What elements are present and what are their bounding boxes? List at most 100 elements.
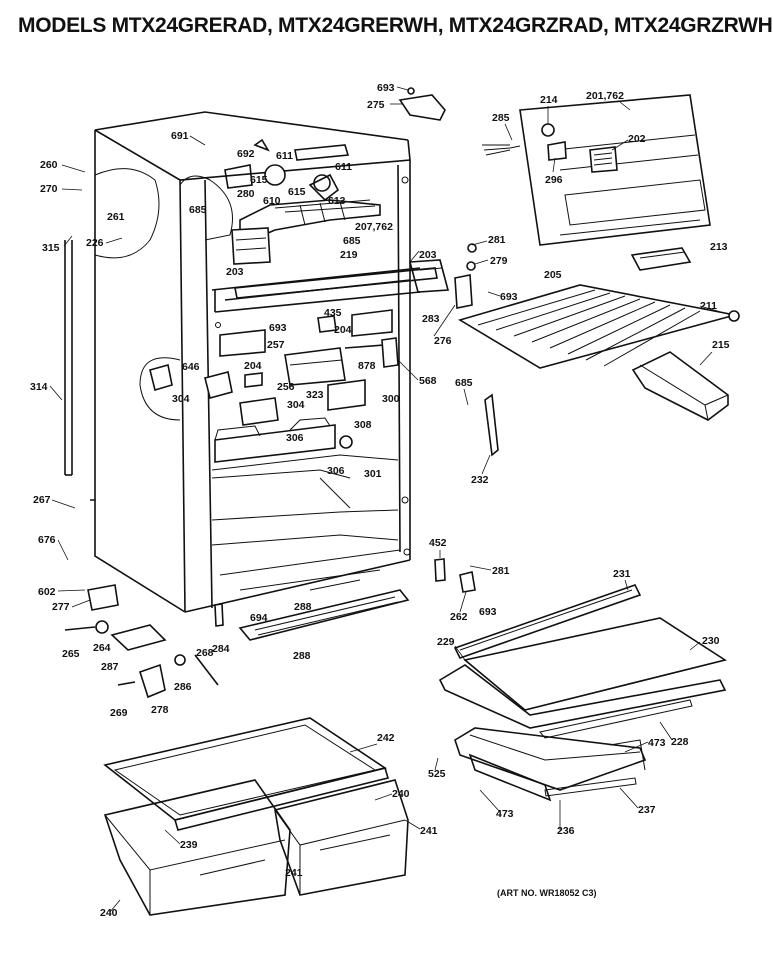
label-304: 304 (287, 399, 305, 411)
label-240: 240 (392, 788, 410, 800)
label-525: 525 (428, 768, 446, 780)
label-878: 878 (358, 360, 376, 372)
label-308: 308 (354, 419, 372, 431)
label-204: 204 (334, 324, 352, 336)
label-203: 203 (226, 266, 244, 278)
label-452: 452 (429, 537, 447, 549)
rear-cutout (179, 175, 233, 241)
label-602: 602 (38, 586, 56, 598)
label-262: 262 (450, 611, 468, 623)
bracket-262 (459, 571, 476, 593)
label-241: 241 (420, 825, 438, 837)
label-314: 314 (30, 381, 48, 393)
side-cutout-lower (139, 357, 181, 421)
label-613: 613 (328, 195, 346, 207)
shelf-supports (234, 259, 450, 299)
label-315: 315 (42, 242, 60, 254)
trim-strip (64, 240, 73, 476)
fan-motor-assembly (224, 138, 350, 202)
label-214: 214 (540, 94, 558, 106)
crisper-drawer-right (274, 779, 409, 896)
label-229: 229 (437, 636, 455, 648)
label-215: 215 (712, 339, 730, 351)
label-284: 284 (212, 643, 230, 655)
label-261: 261 (107, 211, 125, 223)
door-bin (631, 351, 729, 421)
label-306: 306 (286, 432, 304, 444)
label-275: 275 (367, 99, 385, 111)
exploded-parts-diagram: 693 275 214 201,762 285 202 296 691 692 … (30, 82, 740, 919)
label-685: 685 (189, 204, 207, 216)
control-panel (519, 94, 711, 246)
wire-harness (482, 144, 521, 156)
label-685: 685 (455, 377, 473, 389)
label-286: 286 (174, 681, 192, 693)
kick-grille (238, 589, 410, 641)
label-237: 237 (638, 804, 656, 816)
bracket-213 (630, 247, 692, 271)
label-691: 691 (171, 130, 189, 142)
bracket-277 (87, 584, 119, 611)
label-693: 693 (500, 291, 518, 303)
label-615: 615 (250, 174, 268, 186)
label-232: 232 (471, 474, 489, 486)
label-203: 203 (419, 249, 437, 261)
leader-lines (49, 86, 729, 913)
side-cutout-upper (94, 168, 160, 259)
label-306: 306 (327, 465, 345, 477)
label-285: 285 (492, 112, 510, 124)
label-260: 260 (40, 159, 58, 171)
crisper-drawer-left (103, 779, 291, 916)
label-279: 279 (490, 255, 508, 267)
label-473: 473 (496, 808, 514, 820)
label-611: 611 (335, 161, 352, 173)
label-276: 276 (434, 335, 452, 347)
label-646: 646 (182, 361, 200, 373)
label-278: 278 (151, 704, 169, 716)
label-287: 287 (101, 661, 119, 673)
label-692: 692 (237, 148, 255, 160)
glass-shelf-assembly (438, 584, 727, 802)
label-694: 694 (250, 612, 268, 624)
label-270: 270 (40, 183, 58, 195)
label-231: 231 (613, 568, 631, 580)
label-207: 207,762 (355, 221, 393, 233)
label-202: 202 (628, 133, 646, 145)
label-281: 281 (488, 234, 506, 246)
label-685: 685 (343, 235, 361, 247)
part-labels: 693 275 214 201,762 285 202 296 691 692 … (30, 82, 730, 919)
label-610: 610 (263, 195, 281, 207)
label-435: 435 (324, 307, 342, 319)
label-304: 304 (172, 393, 190, 405)
bracket-284 (214, 603, 224, 627)
label-288: 288 (294, 601, 312, 613)
label-615: 615 (288, 186, 306, 198)
label-226: 226 (86, 237, 104, 249)
label-265: 265 (62, 648, 80, 660)
label-693: 693 (377, 82, 395, 94)
label-211: 211 (700, 300, 717, 312)
evaporator-shroud (231, 199, 381, 265)
label-269: 269 (110, 707, 128, 719)
label-204: 204 (244, 360, 262, 372)
label-693: 693 (479, 606, 497, 618)
label-242: 242 (377, 732, 395, 744)
label-205: 205 (544, 269, 562, 281)
label-228: 228 (671, 736, 689, 748)
label-693: 693 (269, 322, 287, 334)
label-568: 568 (419, 375, 437, 387)
brackets-center (149, 309, 399, 463)
label-256: 256 (277, 381, 295, 393)
roller (139, 663, 166, 699)
label-301: 301 (364, 468, 382, 480)
bracket-452 (434, 558, 446, 582)
parts-diagram-page: MODELS MTX24GRERAD, MTX24GRERWH, MTX24GR… (18, 14, 773, 919)
art-number: (ART NO. WR18052 C3) (497, 888, 597, 898)
label-213: 213 (710, 241, 728, 253)
label-281: 281 (492, 565, 510, 577)
crisper-cover (103, 717, 390, 831)
label-267: 267 (33, 494, 51, 506)
label-288: 288 (293, 650, 311, 662)
label-296: 296 (545, 174, 563, 186)
label-236: 236 (557, 825, 575, 837)
